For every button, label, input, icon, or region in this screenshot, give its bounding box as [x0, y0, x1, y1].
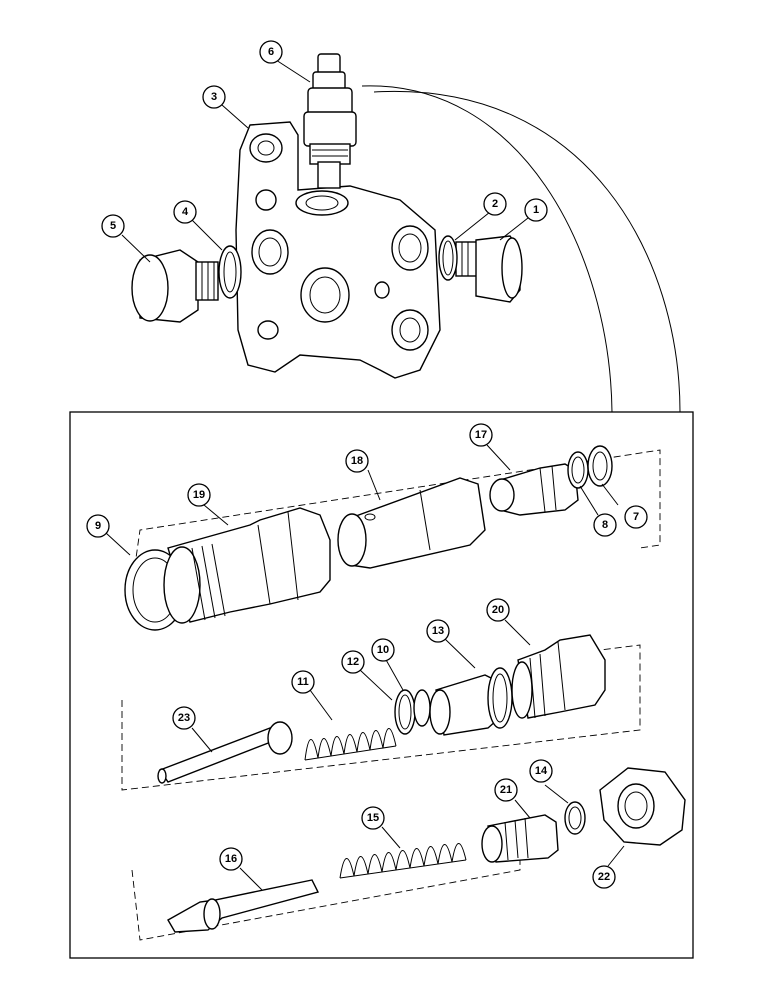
callout-22: 22 — [592, 865, 616, 889]
callout-11: 11 — [291, 670, 315, 694]
svg-text:7: 7 — [633, 511, 639, 523]
nut-19 — [163, 507, 331, 624]
svg-text:23: 23 — [178, 712, 190, 724]
callout-21: 21 — [494, 778, 518, 802]
svg-text:17: 17 — [475, 429, 487, 441]
connector-arc-2 — [373, 90, 681, 413]
svg-text:13: 13 — [432, 625, 444, 637]
callout-5: 5 — [101, 214, 125, 238]
pin-23 — [157, 721, 293, 784]
poppet-17 — [489, 463, 579, 516]
o-ring-right — [438, 235, 458, 281]
needle-16 — [167, 879, 320, 933]
callout-23: 23 — [172, 706, 196, 730]
backup-ring-7 — [587, 445, 613, 487]
seat-13 — [429, 674, 498, 736]
svg-text:4: 4 — [182, 206, 189, 218]
callout-1: 1 — [524, 198, 548, 222]
o-ring-left — [218, 245, 242, 299]
o-ring-8 — [567, 451, 589, 489]
callout-3: 3 — [202, 85, 226, 109]
leader-lines — [105, 59, 625, 891]
callout-14: 14 — [529, 759, 553, 783]
svg-text:2: 2 — [492, 198, 498, 210]
plug-left — [131, 249, 219, 323]
callout-13: 13 — [426, 619, 450, 643]
nut-20 — [511, 634, 606, 719]
svg-text:22: 22 — [598, 871, 610, 883]
svg-text:11: 11 — [297, 676, 309, 688]
o-ring-14 — [564, 801, 586, 835]
svg-text:15: 15 — [367, 812, 379, 824]
callout-7: 7 — [624, 505, 648, 529]
row2-dash-outline — [121, 644, 641, 791]
callout-6: 6 — [259, 40, 283, 64]
connector-arc-1 — [361, 85, 613, 413]
svg-text:5: 5 — [110, 220, 116, 232]
spring-15 — [339, 843, 467, 879]
sleeve-18 — [337, 477, 486, 569]
callout-17: 17 — [469, 423, 493, 447]
svg-text:20: 20 — [492, 604, 504, 616]
svg-text:14: 14 — [535, 765, 548, 777]
svg-text:21: 21 — [500, 784, 512, 796]
row1-dash-outline — [129, 449, 661, 601]
svg-text:1: 1 — [533, 204, 539, 216]
svg-text:12: 12 — [347, 656, 359, 668]
svg-text:19: 19 — [193, 489, 205, 501]
o-ring-12 — [394, 689, 416, 735]
svg-text:3: 3 — [211, 91, 217, 103]
callout-2: 2 — [483, 192, 507, 216]
svg-text:10: 10 — [377, 644, 389, 656]
row3-dash-outline — [131, 820, 521, 941]
callout-18: 18 — [345, 449, 369, 473]
relief-valve-cartridge — [303, 53, 357, 189]
svg-text:9: 9 — [95, 520, 101, 532]
valve-body — [235, 121, 441, 379]
detail-inset-frame — [69, 411, 694, 959]
spring-11 — [304, 728, 397, 761]
fitting-21 — [481, 814, 559, 863]
hex-nut-22 — [599, 767, 686, 846]
callout-4: 4 — [173, 200, 197, 224]
callout-8: 8 — [593, 513, 617, 537]
plug-right — [455, 235, 523, 303]
o-ring-13 — [487, 667, 513, 729]
callout-10: 10 — [371, 638, 395, 662]
svg-text:16: 16 — [225, 853, 237, 865]
callout-9: 9 — [86, 514, 110, 538]
svg-text:18: 18 — [351, 455, 363, 467]
svg-text:8: 8 — [602, 519, 608, 531]
washer-10 — [413, 689, 431, 727]
callout-16: 16 — [219, 847, 243, 871]
callout-12: 12 — [341, 650, 365, 674]
svg-text:6: 6 — [268, 46, 274, 58]
callout-19: 19 — [187, 483, 211, 507]
callout-20: 20 — [486, 598, 510, 622]
callout-15: 15 — [361, 806, 385, 830]
